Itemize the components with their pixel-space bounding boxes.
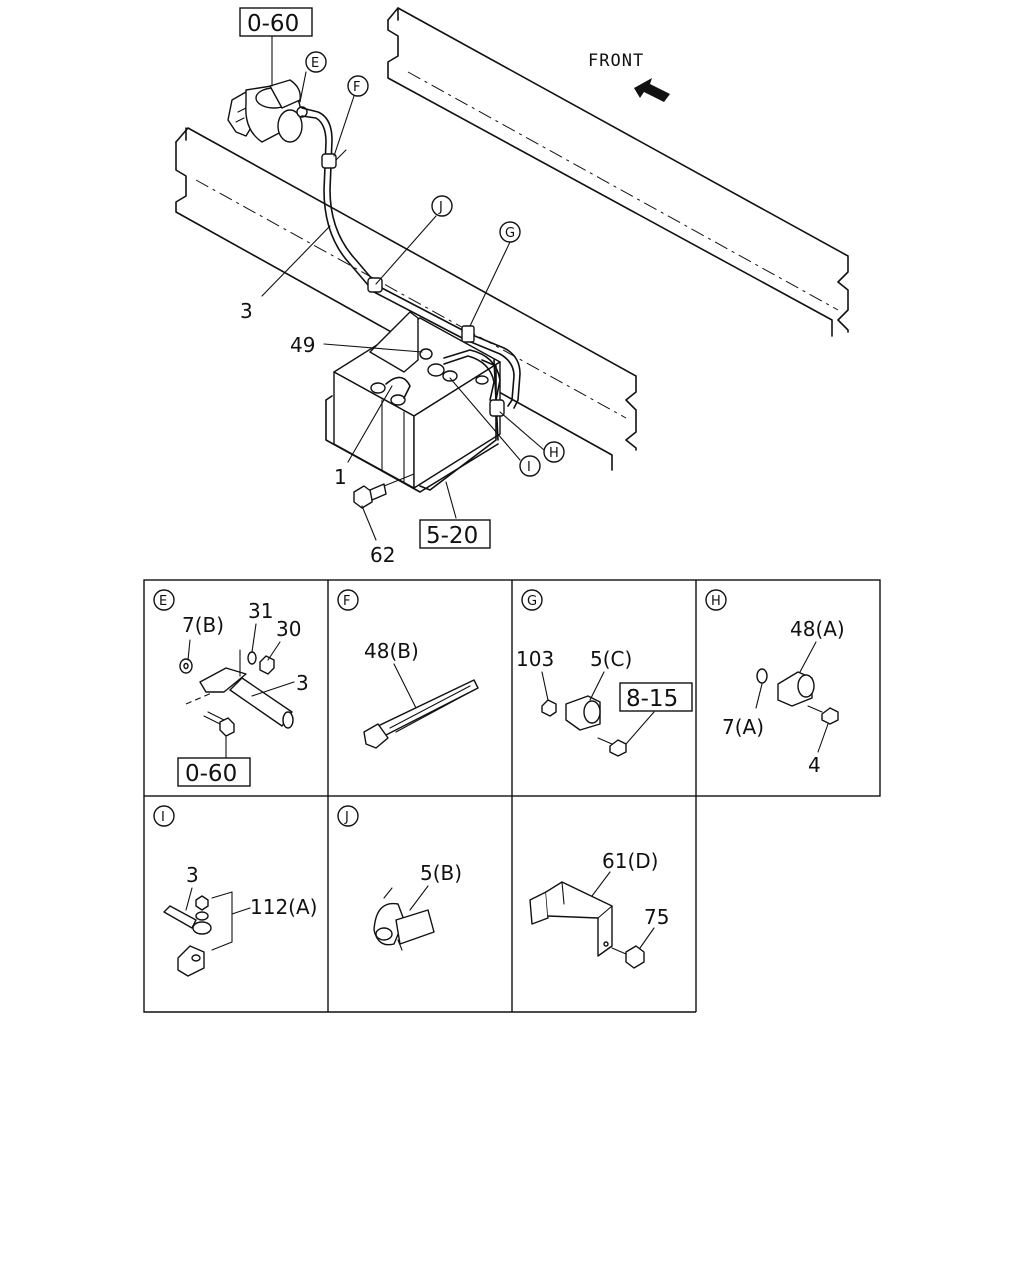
frame-rail-upper [387,7,849,337]
detail-bracket-bolt-label: 75 [644,905,669,929]
svg-text:H: H [711,594,721,609]
ref-box-battery [419,519,491,549]
detail-e: E 7(B) 31 30 3 0-60 [153,589,309,787]
svg-text:F: F [343,594,350,609]
detail-g: G 103 5(C) 8-15 [516,589,693,757]
detail-j-clip-label: 5(B) [420,861,462,885]
svg-text:I: I [527,460,531,475]
detail-f-tie-label: 48(B) [364,639,419,663]
detail-e-cable-label: 3 [296,671,309,695]
clip-f [321,149,347,169]
detail-i-terminal-label: 112(A) [250,895,317,919]
part-cable-label: 3 [240,299,253,323]
svg-text:G: G [527,594,537,609]
svg-text:E: E [159,594,167,609]
ref-box-top [239,7,313,37]
detail-g-ref-label: 8-15 [626,686,678,712]
detail-g-clip-label: 5(C) [590,647,632,671]
bolt-62 [353,473,415,509]
svg-text:G: G [505,226,515,241]
detail-g-nut-label: 103 [516,647,554,671]
battery [325,311,505,493]
ref-top-label: 0-60 [247,11,299,37]
callout-i: I [519,455,541,477]
detail-bracket-label: 61(D) [602,849,658,873]
svg-text:J: J [344,810,349,825]
cable-main-run [301,107,521,409]
part-nut-label: 49 [290,333,315,357]
leader-lines [261,35,545,541]
detail-bracket: 61(D) 75 [529,849,669,969]
detail-h-clip-label: 48(A) [790,617,845,641]
svg-text:H: H [549,446,559,461]
callout-h: H [543,441,565,463]
detail-h-washer-label: 7(A) [722,715,764,739]
detail-e-washer-label: 7(B) [182,613,224,637]
detail-h: H 48(A) 7(A) 4 [705,589,845,777]
svg-text:F: F [353,80,360,95]
detail-f: F 48(B) [337,589,479,749]
callout-f: F [347,75,369,97]
ref-battery-label: 5-20 [426,523,478,549]
frame-rail-lower [175,127,637,471]
part-battery-label: 1 [334,465,347,489]
front-label: FRONT [588,51,644,71]
clip-g [461,325,475,343]
detail-grid [143,579,881,1013]
callout-g: G [499,221,521,243]
detail-i: I 3 112(A) [153,805,317,977]
svg-text:I: I [161,810,165,825]
callout-j: J [431,195,453,217]
detail-e-nut-label: 30 [276,617,301,641]
svg-text:E: E [311,56,319,71]
svg-text:J: J [438,200,443,215]
starter-motor [227,79,308,143]
detail-h-bolt-label: 4 [808,753,821,777]
part-bolt-label: 62 [370,543,395,567]
front-arrow-icon [634,78,670,102]
detail-i-cable-label: 3 [186,863,199,887]
detail-e-lockwasher-label: 31 [248,599,273,623]
detail-j: J 5(B) [337,805,462,951]
detail-e-ref-label: 0-60 [185,761,237,787]
callout-e: E [305,51,327,73]
